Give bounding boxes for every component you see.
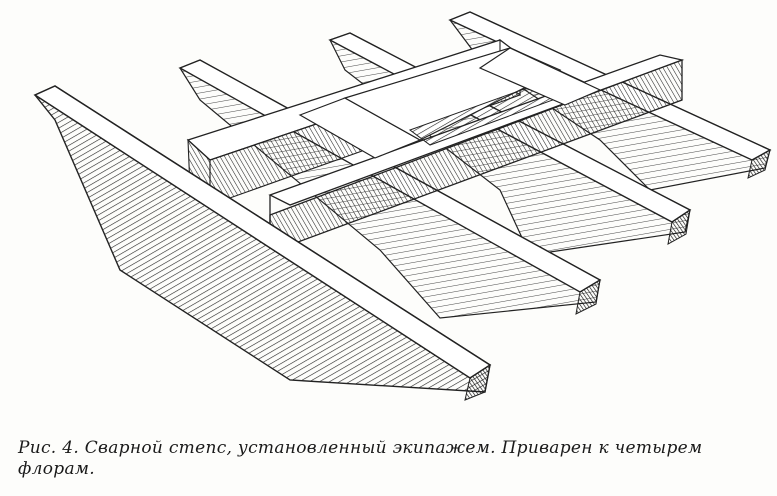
welded-step-illustration: [33, 11, 772, 401]
figure-caption: Рис. 4. Сварной степс, установленный эки…: [18, 438, 703, 479]
floor-plate-1: [33, 85, 492, 401]
step-cross-pieces: [298, 47, 602, 159]
